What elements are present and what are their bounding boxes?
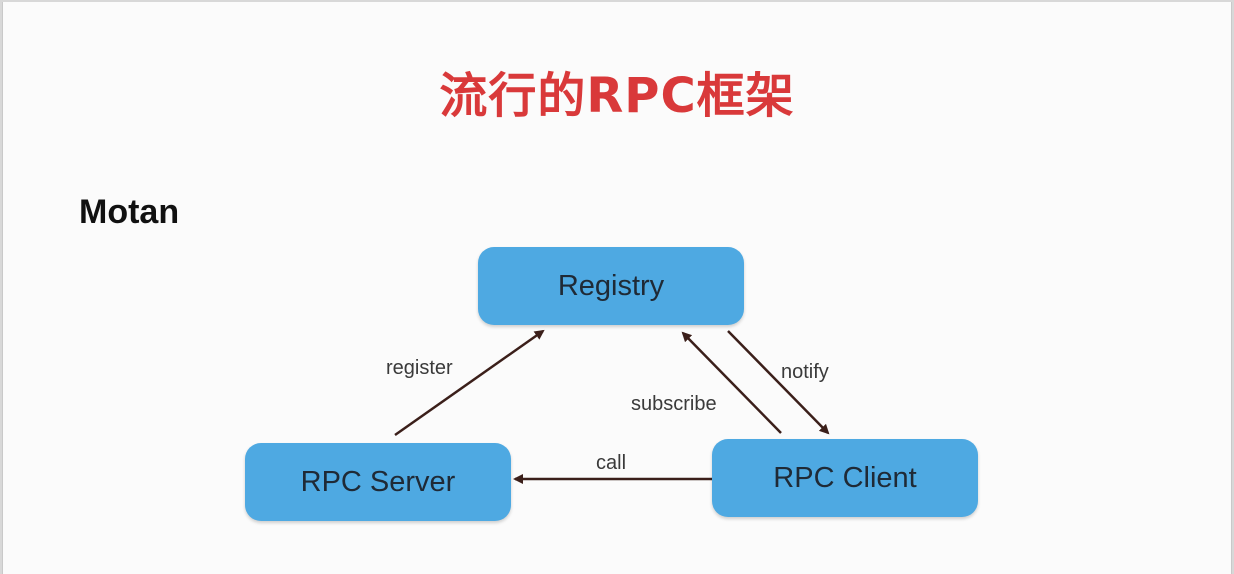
node-rpc-client-label: RPC Client <box>773 461 917 494</box>
edge-label-call: call <box>596 452 627 474</box>
edge-label-register: register <box>386 357 453 379</box>
edge-label-notify: notify <box>781 361 829 383</box>
slide-title: 流行的RPC框架 <box>439 68 795 124</box>
node-rpc-client: RPC Client <box>712 439 978 517</box>
node-rpc-server-label: RPC Server <box>300 465 456 498</box>
edge-label-subscribe: subscribe <box>631 393 717 415</box>
node-registry: Registry <box>478 247 744 325</box>
node-rpc-server: RPC Server <box>245 443 511 521</box>
node-registry-label: Registry <box>557 269 665 302</box>
slide-subtitle: Motan <box>79 193 180 231</box>
